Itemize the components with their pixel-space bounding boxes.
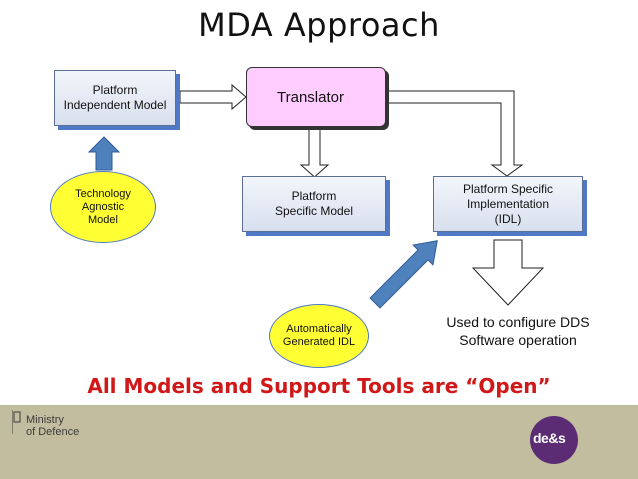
auto-generated-idl-callout: Automatically Generated IDL — [269, 304, 369, 368]
arrow-pim-to-translator — [179, 83, 247, 111]
translator-box: Translator — [246, 67, 386, 127]
arrow-psi-to-dds — [471, 239, 545, 306]
technology-agnostic-callout: Technology Agnostic Model — [50, 171, 156, 243]
mod-crest-icon — [12, 410, 21, 434]
open-tools-slogan: All Models and Support Tools are “Open” — [87, 374, 551, 398]
arrow-agnostic-to-pim — [87, 136, 121, 171]
platform-specific-model-box: Platform Specific Model — [242, 176, 386, 232]
des-logo-icon — [530, 416, 578, 464]
arrow-autoidl-to-psi — [369, 240, 438, 309]
arrow-translator-to-psi — [385, 90, 524, 177]
arrow-translator-to-psm — [299, 126, 330, 178]
platform-independent-model-box: Platform Independent Model — [54, 70, 176, 126]
platform-specific-implementation-box: Platform Specific Implementation (IDL) — [433, 176, 583, 232]
ministry-of-defence-label: Ministry of Defence — [26, 414, 80, 438]
dds-note: Used to configure DDS Software operation — [446, 314, 590, 348]
des-logo-text: de&s — [533, 430, 566, 446]
slide-title: MDA Approach — [198, 6, 440, 44]
